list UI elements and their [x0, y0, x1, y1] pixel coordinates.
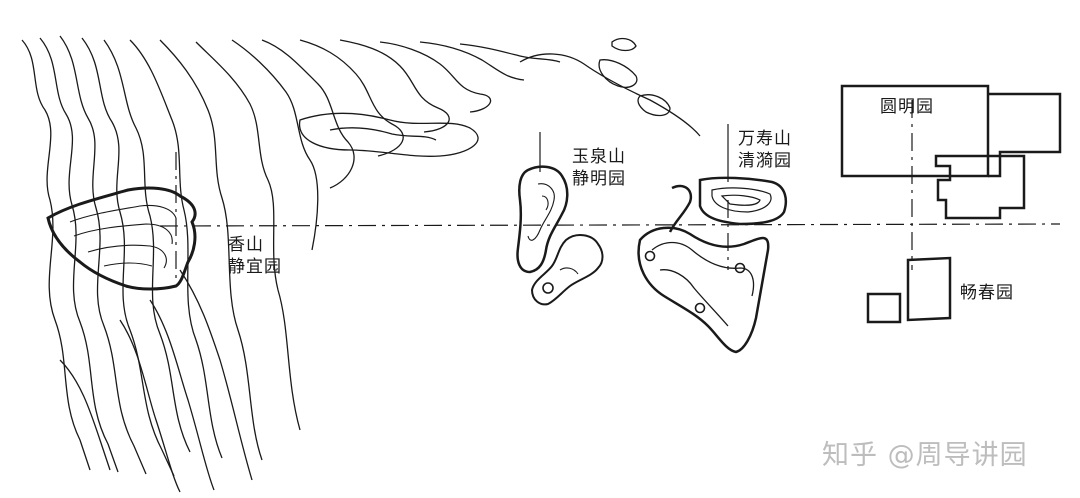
- wanshoushan-qingyi-garden: [637, 176, 788, 354]
- ridge-contours: [299, 37, 701, 157]
- label-xiangshan-line1: 香山: [228, 235, 264, 255]
- label-xiangshan: 香山 静宜园: [228, 234, 282, 278]
- label-yuquanshan: 玉泉山 静明园: [572, 146, 626, 190]
- label-yuquanshan-line2: 静明园: [572, 169, 626, 189]
- label-yuanmingyuan: 圆明园: [880, 97, 934, 117]
- western-hills-contours: [21, 35, 561, 493]
- horizontal-axis-line: [159, 223, 1061, 227]
- label-wanshoushan-line2: 清漪园: [738, 151, 792, 171]
- xiangshan-jingyi-garden: [46, 186, 197, 291]
- watermark: 知乎 @周导讲园: [822, 440, 1028, 471]
- yuanmingyuan-outline: [840, 84, 1062, 220]
- label-wanshoushan: 万寿山 清漪园: [738, 128, 792, 172]
- label-wanshoushan-line1: 万寿山: [738, 129, 792, 149]
- label-xiangshan-line2: 静宜园: [228, 257, 282, 277]
- label-yuquanshan-line1: 玉泉山: [572, 147, 626, 167]
- changchunyuan-outline: [866, 256, 952, 324]
- label-changchunyuan: 畅春园: [960, 283, 1014, 303]
- axis-lines: [159, 100, 1061, 282]
- yuquanshan-jingming-garden: [516, 165, 604, 306]
